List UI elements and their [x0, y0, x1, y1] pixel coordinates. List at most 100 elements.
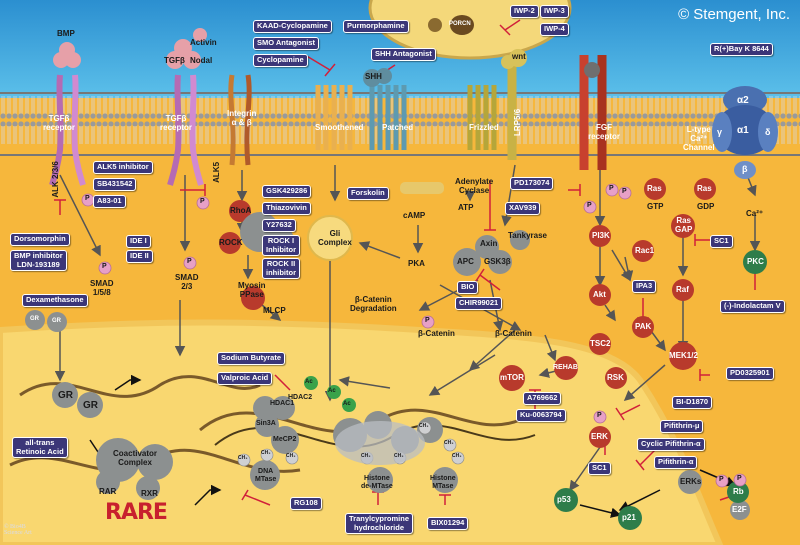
compound-a83-01: A83-01: [93, 195, 126, 208]
compound-ku0063794: Ku-0063794: [516, 409, 566, 422]
tgfb-receptor-2: [167, 74, 204, 186]
smoothened-label: Smoothened: [315, 123, 364, 132]
lrp-label: LRP5/6: [513, 108, 523, 136]
frizzled-label: Frizzled: [469, 123, 499, 132]
compound-bix01294: BIX01294: [427, 517, 469, 530]
copyright: © Stemgent, Inc.: [678, 6, 790, 23]
mek-label: MEK1/2: [669, 351, 698, 360]
delta-label: δ: [765, 127, 771, 137]
tgfb-ligand: [166, 28, 207, 69]
compound-kaad-cyclopamine: KAAD-Cyclopamine: [253, 20, 332, 33]
acetyl-marker: Ac: [343, 401, 351, 407]
nodal-label: Nodal: [190, 56, 213, 65]
alpha1-label: α1: [737, 125, 749, 136]
compound-cyclopamine: Cyclopamine: [253, 54, 308, 67]
compound-sb431542: SB431542: [93, 178, 137, 191]
patched-label: Patched: [382, 123, 414, 132]
methyl-marker: CH₃: [394, 453, 404, 459]
rheb-label: REHAB: [553, 364, 578, 371]
rock-label: ROCK: [219, 238, 243, 247]
gr-small-label: GR: [30, 316, 39, 322]
shh-label: SHH: [365, 72, 382, 81]
methyl-marker: CH₃: [419, 423, 429, 429]
rb-label: Rb: [733, 487, 744, 496]
erks-label: ERKs: [680, 477, 702, 486]
compound-iwp3: IWP-3: [540, 5, 569, 18]
p21-label: p21: [622, 513, 636, 522]
wnt-ligand: [501, 49, 527, 69]
compound-dexamethasone: Dexamethasone: [22, 294, 88, 307]
compound-thiazovivin: Thiazovivin: [262, 202, 311, 215]
beta-subunit-label: β: [742, 164, 748, 174]
wnt-label: wnt: [512, 52, 526, 61]
compound-ide2: IDE II: [126, 250, 153, 263]
compound-ide1: IDE I: [126, 235, 151, 248]
compound-alk5-inhibitor: ALK5 inhibitor: [93, 161, 153, 174]
compound-pd173074: PD173074: [510, 177, 554, 190]
compound-sc1-bottom: SC1: [588, 462, 611, 475]
apc-label: APC: [457, 257, 474, 266]
rar-label: RAR: [99, 487, 117, 496]
e2f-label: E2F: [732, 505, 747, 514]
gsk3b-label: GSK3β: [484, 257, 511, 266]
frizzled-receptor: [467, 85, 497, 150]
hdac1-label: HDAC1: [270, 400, 295, 407]
bmp-ligand: [53, 42, 81, 68]
raf-label: Raf: [676, 285, 689, 294]
histone-spool: [335, 421, 425, 465]
alk5-label: ALK5: [212, 161, 222, 183]
compound-sc1-top: SC1: [710, 235, 733, 248]
phospho-marker: P: [425, 317, 430, 324]
phospho-marker: P: [737, 475, 742, 482]
fgf-receptor: [579, 55, 607, 170]
phospho-marker: P: [187, 258, 192, 265]
gamma-label: γ: [717, 127, 723, 137]
axin-label: Axin: [480, 239, 498, 248]
methyl-marker: CH₃: [444, 440, 454, 446]
pak-label: PAK: [635, 322, 652, 331]
smoothened-receptor: [315, 85, 353, 150]
ras1-label: Ras: [647, 184, 662, 193]
bmp-label: BMP: [57, 29, 75, 38]
gtp-label: GTP: [647, 202, 664, 211]
phospho-marker: P: [719, 476, 724, 483]
compound-pifithrin-mu: Pifithrin-μ: [660, 420, 704, 433]
tgfb-ligand-label: TGFβ: [164, 56, 185, 65]
compound-pifithrin-alpha: Pifithrin-α: [654, 456, 698, 469]
rac1-label: Rac1: [635, 246, 655, 255]
compound-purmorphamine: Purmorphamine: [343, 20, 409, 33]
mlcp-label: MLCP: [263, 306, 286, 315]
phospho-marker: P: [200, 198, 205, 205]
camp-label: cAMP: [403, 211, 426, 220]
green-proteins: [554, 250, 767, 530]
phospho-marker: P: [622, 188, 627, 195]
calcium-channel: [712, 86, 778, 179]
hdac2-label: HDAC2: [288, 394, 313, 401]
kinase-nodes: [219, 178, 716, 448]
gr2-label: GR: [83, 400, 98, 411]
mecp2-label: MeCP2: [273, 436, 297, 443]
rsk-label: RSK: [607, 373, 624, 382]
patched-receptor: [369, 85, 407, 150]
compound-xav939: XAV939: [505, 202, 541, 215]
phospho-marker: P: [85, 195, 90, 202]
methyl-marker: CH₃: [238, 455, 248, 461]
alk236-label: ALK 2/3/6: [50, 161, 60, 198]
compound-cyclic-pifithrin-alpha: Cyclic Pifithrin-α: [637, 438, 705, 451]
tsc2-label: TSC2: [590, 339, 611, 348]
methyl-marker: CH₃: [452, 453, 462, 459]
tgfb-receptor-1: [49, 74, 86, 186]
gli-complex: [307, 215, 353, 261]
gr1-label: GR: [58, 390, 73, 401]
